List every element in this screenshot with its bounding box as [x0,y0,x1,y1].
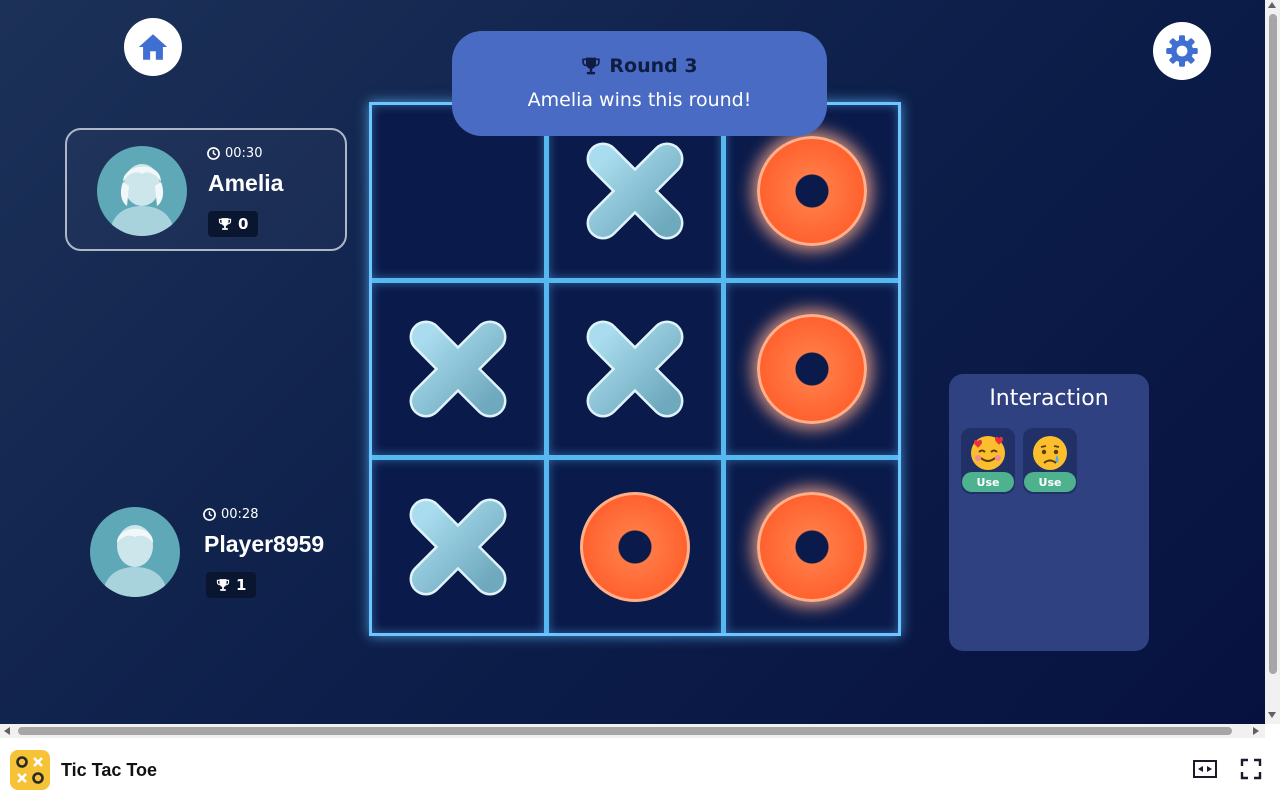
trophy-icon [582,57,601,75]
round-title-text: Round 3 [609,55,698,77]
o-mark-icon [757,491,867,602]
avatar [97,146,187,236]
scroll-right-arrow-icon[interactable] [1253,727,1259,735]
clock-icon [207,147,220,160]
interaction-panel: Interaction Use [949,374,1149,651]
o-mark-icon [757,313,867,424]
fullscreen-icon [1240,758,1262,780]
player-timer: 00:30 [207,146,262,161]
timer-text: 00:28 [221,507,259,522]
board-cell-7[interactable] [372,460,544,633]
o-mark-icon [580,491,690,602]
emoji-option-crying[interactable]: Use [1023,428,1077,494]
score-value: 1 [236,576,247,594]
gear-icon [1166,35,1198,67]
board-cell-8[interactable] [549,460,721,633]
x-mark-icon [409,320,507,418]
clock-icon [203,508,216,521]
bottom-bar: Tic Tac Toe [0,738,1280,800]
player-score-badge: 0 [208,211,259,237]
interaction-title: Interaction [989,386,1109,411]
o-mark-icon [757,136,867,247]
timer-text: 00:30 [225,146,263,161]
use-emoji-button[interactable]: Use [1024,472,1076,492]
home-button[interactable] [124,18,182,76]
board-cell-6[interactable] [726,282,898,456]
female-avatar-icon [109,164,175,236]
smiling-face-with-hearts-icon [971,436,1005,470]
game-area: 00:30 Amelia 0 [0,0,1265,724]
crying-face-icon [1033,436,1067,470]
x-mark-icon [586,142,684,240]
resize-button[interactable] [1192,758,1218,780]
settings-button[interactable] [1153,22,1211,80]
player-card-player8959: 00:28 Player8959 1 [65,490,347,613]
player-score-badge: 1 [206,572,257,598]
game-board [369,102,901,636]
app-name: Tic Tac Toe [61,760,158,780]
horizontal-scrollbar[interactable] [0,724,1265,738]
scroll-down-arrow-icon[interactable] [1268,712,1276,718]
scroll-up-arrow-icon[interactable] [1268,2,1276,8]
player-name: Player8959 [204,531,325,557]
x-mark-icon [586,320,684,418]
vertical-scroll-thumb[interactable] [1269,14,1277,674]
avatar [90,507,180,597]
score-value: 0 [238,215,249,233]
board-cell-4[interactable] [372,282,544,456]
board-cell-5[interactable] [549,282,721,456]
trophy-icon [218,218,232,230]
round-result-banner: Round 3 Amelia wins this round! [452,31,827,136]
vertical-scrollbar[interactable] [1265,0,1280,724]
horizontal-scroll-thumb[interactable] [18,727,1232,735]
use-emoji-button[interactable]: Use [962,472,1014,492]
board-cell-9[interactable] [726,460,898,633]
home-icon [138,34,168,60]
player-card-amelia: 00:30 Amelia 0 [65,128,347,251]
round-message: Amelia wins this round! [527,89,752,111]
male-avatar-icon [102,525,168,597]
app-logo [10,750,50,790]
resize-icon [1193,760,1217,778]
player-name: Amelia [208,170,284,196]
scroll-left-arrow-icon[interactable] [4,727,10,735]
fullscreen-button[interactable] [1240,758,1262,780]
round-title: Round 3 [452,55,827,77]
x-mark-icon [409,498,507,596]
player-timer: 00:28 [203,507,258,522]
emoji-option-hearts[interactable]: Use [961,428,1015,494]
trophy-icon [216,579,230,591]
tic-tac-toe-logo-icon [16,756,44,784]
